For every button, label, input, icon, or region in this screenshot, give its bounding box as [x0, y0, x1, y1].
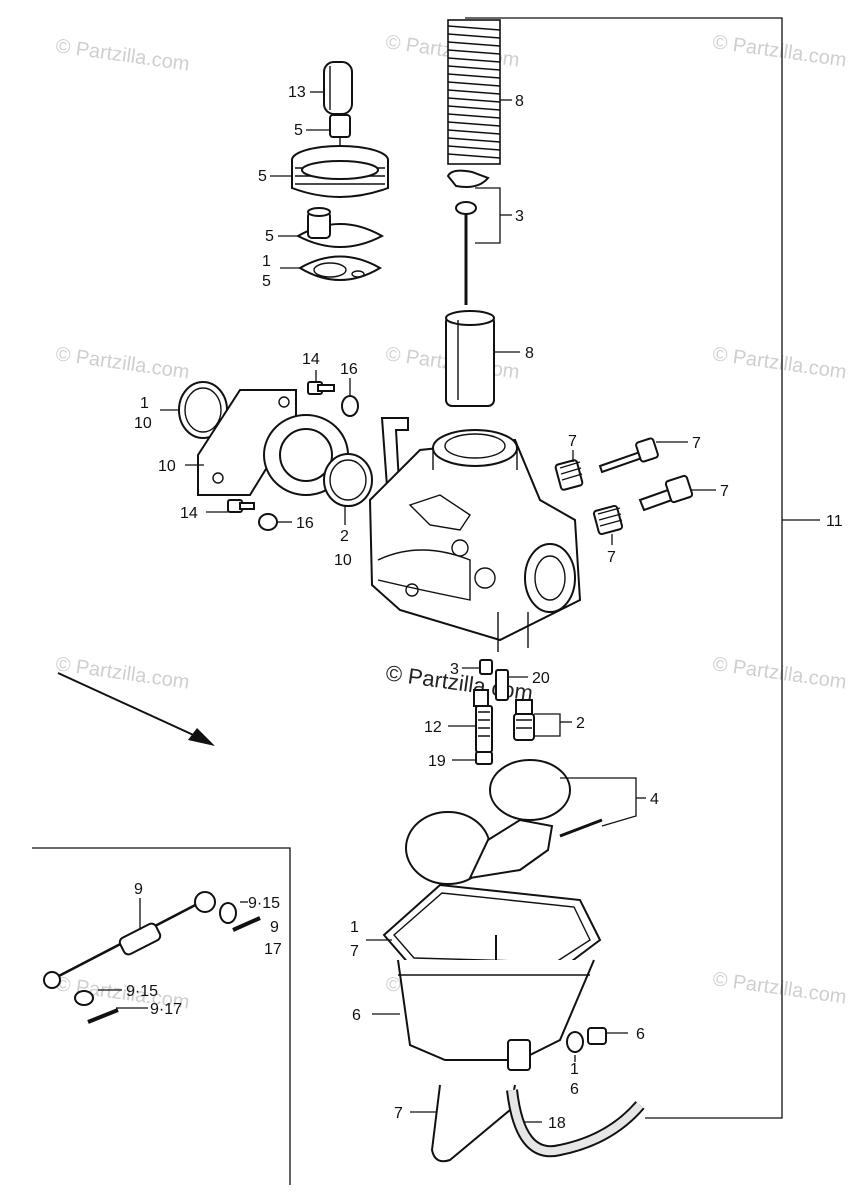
callout-1: 1: [350, 919, 359, 936]
callout-10: 10: [158, 458, 176, 475]
inset-box: [32, 847, 291, 1185]
callout-10: 10: [134, 415, 152, 432]
carburetor-body: [368, 417, 582, 652]
watermark: © Partzilla.com: [54, 343, 191, 384]
callout-7: 7: [394, 1105, 403, 1122]
watermark: © Partzilla.com: [54, 35, 191, 76]
callout-1: 1: [140, 395, 149, 412]
callout-20: 20: [532, 670, 550, 687]
callout-11: 11: [826, 513, 843, 530]
callout-12: 12: [424, 719, 442, 736]
callout-14: 14: [302, 351, 320, 368]
callout-7: 7: [720, 483, 729, 500]
fasteners: [227, 381, 359, 531]
callout-8: 8: [525, 345, 534, 362]
callout-13: 13: [288, 84, 306, 101]
callout-7: 7: [568, 433, 577, 450]
callout-1: 1: [570, 1061, 579, 1078]
drain-parts: [430, 1027, 645, 1163]
callout-6: 6: [636, 1026, 645, 1043]
throttle-rod-assembly: [43, 891, 261, 1024]
callout-9: 9: [270, 919, 279, 936]
assembly-bracket: [465, 17, 820, 1119]
spring: [447, 19, 501, 165]
callout-5: 5: [294, 122, 303, 139]
callout-7: 7: [692, 435, 701, 452]
callout-14: 14: [180, 505, 198, 522]
callout-5: 5: [265, 228, 274, 245]
callout-6: 6: [352, 1007, 361, 1024]
slide-assembly: [445, 19, 501, 407]
watermark-center: © Partzilla.com: [384, 660, 534, 705]
callout-2: 2: [576, 715, 585, 732]
callout-18: 18: [548, 1115, 566, 1132]
callouts: 13 5 5 5 1 5 8 3 8 14 16 1 10 10 14 16 2…: [126, 84, 843, 1132]
callout-7: 7: [607, 549, 616, 566]
float-bowl: [382, 883, 602, 1071]
callout-16: 16: [340, 361, 358, 378]
watermark: © Partzilla.com: [711, 343, 848, 384]
callout-17: 17: [264, 941, 282, 958]
callout-9: 9: [134, 881, 143, 898]
callout-9-15: 9·15: [248, 895, 280, 912]
callout-7: 7: [350, 943, 359, 960]
direction-arrow: [57, 672, 215, 746]
callout-16: 16: [296, 515, 314, 532]
callout-4: 4: [650, 791, 659, 808]
jets: [473, 659, 535, 765]
watermark: © Partzilla.com: [711, 31, 848, 72]
callout-3: 3: [450, 661, 459, 678]
callout-6: 6: [570, 1081, 579, 1098]
top-cap-assembly: [291, 61, 389, 281]
callout-5: 5: [258, 168, 267, 185]
callout-10: 10: [334, 552, 352, 569]
leader-lines: [98, 91, 716, 1123]
adjuster-screws: [554, 437, 694, 536]
watermark: © Partzilla.com: [711, 653, 848, 694]
watermark: © Partzilla.com: [711, 968, 848, 1009]
callout-19: 19: [428, 753, 446, 770]
float: [405, 759, 603, 885]
callout-1: 1: [262, 253, 271, 270]
callout-9-15: 9·15: [126, 983, 158, 1000]
callout-9-17: 9·17: [150, 1001, 182, 1018]
callout-3: 3: [515, 208, 524, 225]
watermark: © Partzilla.com: [54, 653, 191, 694]
callout-5: 5: [262, 273, 271, 290]
callout-8: 8: [515, 93, 524, 110]
callout-2: 2: [340, 528, 349, 545]
